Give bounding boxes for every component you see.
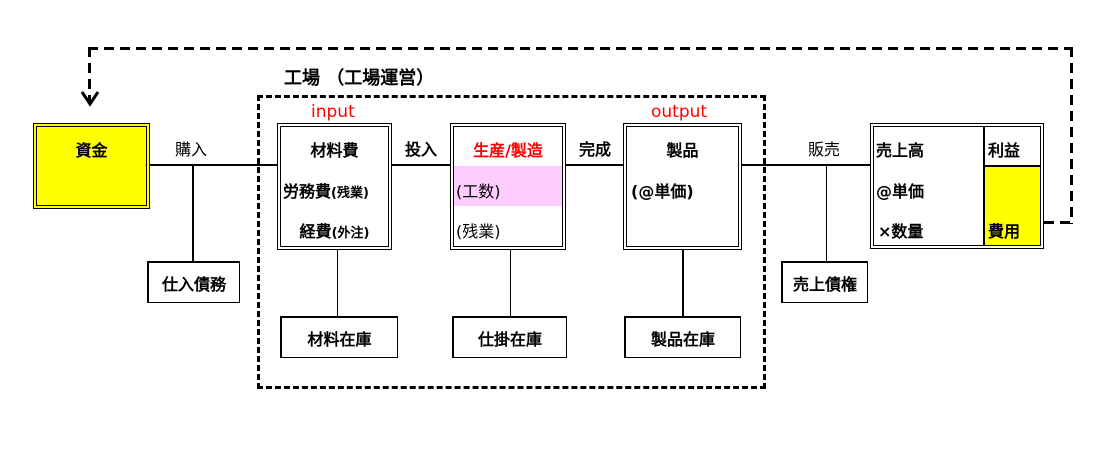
product-inventory-box: 製品在庫: [624, 316, 741, 358]
expense-label: 費用: [988, 222, 1021, 241]
feedback-line-right: [1070, 47, 1073, 224]
material-inventory-box: 材料在庫: [280, 316, 398, 358]
man-hours: (工数): [456, 182, 501, 201]
revenue-divider: [983, 127, 985, 245]
sales-revenue: 売上高: [876, 141, 925, 160]
flow-complete: 完成: [579, 140, 612, 159]
revenue-unit-price: @単価: [876, 182, 925, 201]
production-box: 生産/製造 (工数) (残業): [450, 123, 566, 250]
production-overtime: (残業): [456, 222, 501, 241]
product-title: 製品: [666, 141, 699, 160]
unit-price: (@単価): [631, 182, 694, 201]
materials-inventory-connector: [337, 250, 338, 317]
output-label: output: [651, 102, 708, 122]
feedback-line-left: [88, 47, 91, 102]
expenses: 経費: [299, 222, 332, 241]
payables-connector: [192, 164, 194, 262]
payables-box: 仕入債務: [147, 261, 240, 303]
receivables-box: 売上債権: [781, 261, 868, 303]
receivables-connector: [826, 164, 827, 262]
labor-cost-line: 労務費(残業): [283, 178, 388, 202]
expense-cell: [985, 165, 1040, 245]
feedback-line-top: [88, 47, 1073, 50]
expense-line: 経費(外注): [281, 218, 388, 242]
product-box: 製品 (@単価): [623, 123, 742, 250]
funds-label: 資金: [75, 141, 108, 160]
labor-overtime: (残業): [331, 186, 369, 201]
input-label: input: [311, 102, 355, 122]
flow-input: 投入: [405, 140, 438, 159]
profit-label: 利益: [988, 141, 1021, 160]
factory-title: 工場 （工場運営）: [284, 68, 435, 89]
materials-box: 材料費 労務費(残業) 経費(外注): [277, 123, 392, 250]
quantity: ×数量: [878, 222, 924, 241]
wip-inventory-connector: [510, 250, 511, 317]
man-hours-highlight: [454, 166, 562, 206]
materials-cost: 材料費: [310, 141, 359, 160]
revenue-box: 売上高 @単価 ×数量 利益 費用: [870, 123, 1044, 249]
funds-box: 資金: [33, 123, 150, 209]
flow-sales: 販売: [808, 140, 841, 159]
labor-cost: 労務費: [283, 182, 332, 201]
production-title: 生産/製造: [473, 141, 543, 160]
outsourcing: (外注): [331, 226, 370, 241]
product-inventory-connector: [682, 250, 684, 317]
feedback-line-bottom: [1044, 221, 1073, 224]
flow-purchase: 購入: [175, 140, 208, 159]
arrow-down-icon: [80, 91, 100, 107]
wip-inventory-box: 仕掛在庫: [452, 316, 567, 358]
factory-boundary: [257, 95, 766, 389]
